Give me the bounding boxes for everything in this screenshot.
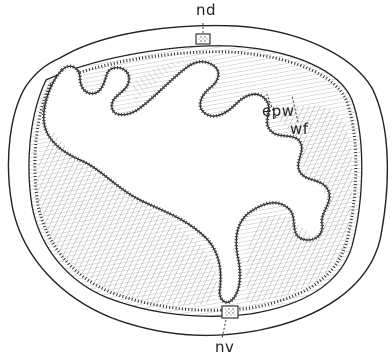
label-wf: wf bbox=[290, 122, 309, 137]
label-nd: nd bbox=[196, 3, 216, 18]
label-nv: nv bbox=[215, 340, 234, 355]
label-epw: epw bbox=[262, 104, 295, 119]
